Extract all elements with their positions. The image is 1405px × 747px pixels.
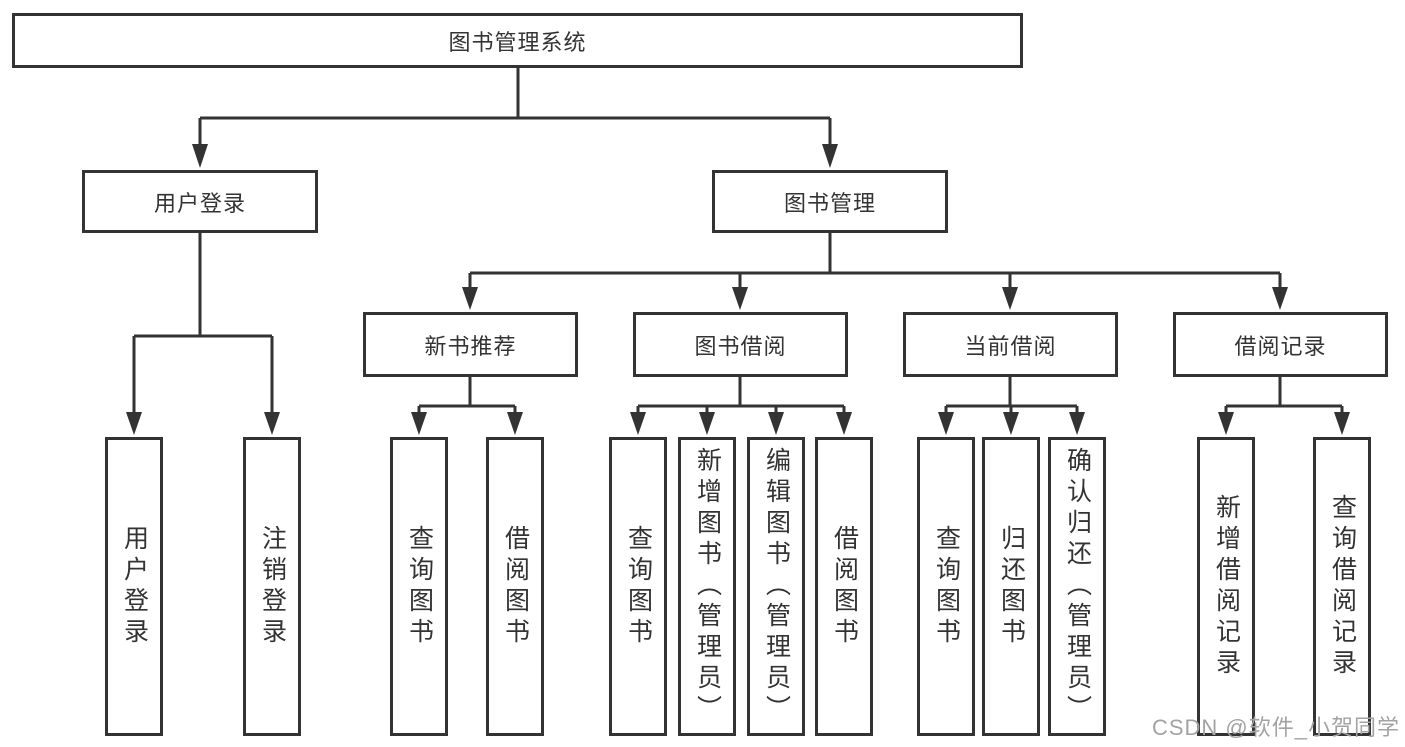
node-current-borrowing: 当前借阅 (903, 312, 1118, 377)
leaf-borrowing-borrow-books: 借阅图书 (815, 437, 873, 736)
node-label: 图书借阅 (694, 333, 787, 359)
leaf-logout: 注销登录 (243, 437, 301, 736)
node-label: 查询借阅记录 (1328, 493, 1357, 680)
node-label: 图书管理系统 (448, 29, 587, 55)
leaf-current-return-books: 归还图书 (982, 437, 1040, 736)
node-label: 用户登录 (153, 190, 246, 216)
node-label: 确认归还（管理员） (1063, 447, 1092, 726)
leaf-recommend-query-books: 查询图书 (390, 437, 448, 736)
leaf-records-query-record: 查询借阅记录 (1313, 437, 1371, 736)
leaf-borrowing-add-books-admin: 新增图书（管理员） (678, 437, 736, 736)
node-library-management-system: 图书管理系统 (12, 13, 1023, 68)
node-label: 借阅记录 (1234, 333, 1327, 359)
node-borrowing-records: 借阅记录 (1173, 312, 1388, 377)
leaf-current-confirm-return-admin: 确认归还（管理员） (1048, 437, 1106, 736)
node-label: 用户登录 (120, 524, 149, 649)
node-label: 借阅图书 (830, 524, 859, 649)
node-label: 新增借阅记录 (1212, 493, 1241, 680)
leaf-current-query-books: 查询图书 (917, 437, 975, 736)
node-user-login: 用户登录 (82, 170, 318, 233)
node-label: 新增图书（管理员） (693, 447, 722, 726)
node-label: 图书管理 (783, 190, 876, 216)
node-book-management: 图书管理 (712, 170, 948, 233)
node-label: 当前借阅 (964, 333, 1057, 359)
node-label: 归还图书 (997, 524, 1026, 649)
node-label: 查询图书 (624, 524, 653, 649)
leaf-records-add-record: 新增借阅记录 (1197, 437, 1255, 736)
node-label: 查询图书 (405, 524, 434, 649)
watermark: CSDN @软件_小贺同学 (1151, 715, 1400, 740)
node-label: 编辑图书（管理员） (762, 447, 791, 726)
node-label: 查询图书 (932, 524, 961, 649)
leaf-user-login: 用户登录 (105, 437, 163, 736)
leaf-borrowing-query-books: 查询图书 (609, 437, 667, 736)
node-label: 注销登录 (258, 524, 287, 649)
node-label: 新书推荐 (424, 333, 517, 359)
leaf-borrowing-edit-books-admin: 编辑图书（管理员） (747, 437, 805, 736)
node-new-book-recommendation: 新书推荐 (363, 312, 578, 377)
leaf-recommend-borrow-books: 借阅图书 (486, 437, 544, 736)
node-label: 借阅图书 (501, 524, 530, 649)
node-book-borrowing: 图书借阅 (633, 312, 848, 377)
